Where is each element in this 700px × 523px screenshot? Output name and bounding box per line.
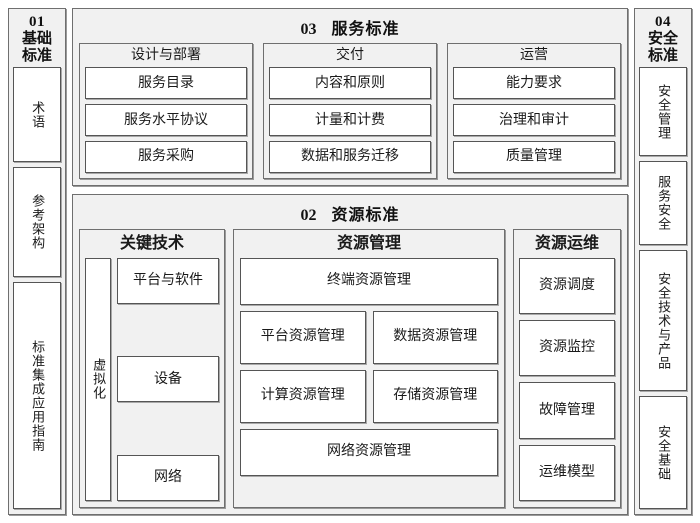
group-resource-management-title: 资源管理: [336, 235, 401, 252]
column-security-standards[interactable]: 04 安全 标准 安全管理 服务安全 安全技术与产品 安全基础: [634, 8, 692, 515]
group-key-technologies[interactable]: 关键技术 虚拟化 平台与软件 设备 网络: [79, 229, 225, 508]
group-resource-operations[interactable]: 资源运维 资源调度 资源监控 故障管理 运维模型: [513, 229, 621, 508]
group-design-and-deployment-title: 设计与部署: [131, 48, 201, 63]
group-delivery-title: 交付: [336, 48, 364, 63]
section-resource-standards-number: 02: [300, 207, 317, 224]
group-resource-management[interactable]: 资源管理 终端资源管理 平台资源管理 数据资源管理 计算资源管理 存储资源管理 …: [233, 229, 505, 508]
section-service-standards-groups: 设计与部署 服务目录 服务水平协议 服务采购 交付 内容和原则 计量和计费 数据…: [79, 43, 621, 179]
item-capability-requirements[interactable]: 能力要求: [453, 67, 615, 100]
column-basic-standards-items: 术语 参考架构 标准集成应用指南: [13, 67, 61, 509]
item-data-resource-management[interactable]: 数据资源管理: [372, 310, 498, 364]
resource-management-row-1: 平台资源管理 数据资源管理: [240, 310, 498, 364]
column-basic-standards-title: 01 基础 标准: [13, 13, 61, 67]
group-design-and-deployment[interactable]: 设计与部署 服务目录 服务水平协议 服务采购: [79, 43, 253, 179]
section-service-standards-number: 03: [300, 21, 317, 38]
item-terminal-resource-management[interactable]: 终端资源管理: [240, 257, 498, 305]
item-metering-and-billing[interactable]: 计量和计费: [269, 104, 431, 137]
item-operations-model[interactable]: 运维模型: [519, 444, 615, 502]
group-operations-title: 运营: [520, 48, 548, 63]
section-service-standards-title: 03 服务标准: [79, 13, 621, 43]
item-resource-scheduling[interactable]: 资源调度: [519, 257, 615, 314]
item-quality-management[interactable]: 质量管理: [453, 141, 615, 174]
column-basic-standards-number: 01: [29, 14, 45, 30]
group-delivery-items: 内容和原则 计量和计费 数据和服务迁移: [269, 67, 431, 174]
item-governance-and-audit[interactable]: 治理和审计: [453, 104, 615, 137]
item-service-catalog[interactable]: 服务目录: [85, 67, 247, 100]
section-resource-standards-title: 02 资源标准: [79, 199, 621, 229]
item-reference-architecture[interactable]: 参考架构: [13, 167, 61, 278]
item-security-technology-and-products[interactable]: 安全技术与产品: [639, 250, 687, 392]
item-platform-resource-management[interactable]: 平台资源管理: [240, 310, 366, 364]
group-resource-management-items: 终端资源管理 平台资源管理 数据资源管理 计算资源管理 存储资源管理 网络资源管…: [240, 257, 498, 501]
column-security-standards-name-line1: 安全: [647, 30, 678, 47]
group-key-technologies-items: 平台与软件 设备 网络: [117, 257, 219, 501]
column-basic-standards-name-line1: 基础: [21, 30, 52, 47]
item-virtualization[interactable]: 虚拟化: [85, 257, 111, 501]
item-platform-and-software[interactable]: 平台与软件: [117, 257, 219, 304]
section-service-standards-name: 服务标准: [331, 21, 400, 38]
group-key-technologies-title: 关键技术: [119, 235, 184, 252]
center-stack: 03 服务标准 设计与部署 服务目录 服务水平协议 服务采购 交付 内容和原: [72, 8, 628, 515]
resource-management-row-2: 计算资源管理 存储资源管理: [240, 369, 498, 423]
item-computing-resource-management[interactable]: 计算资源管理: [240, 369, 366, 423]
group-operations-items: 能力要求 治理和审计 质量管理: [453, 67, 615, 174]
column-security-standards-items: 安全管理 服务安全 安全技术与产品 安全基础: [639, 67, 687, 509]
item-network-resource-management[interactable]: 网络资源管理: [240, 428, 498, 476]
item-resource-monitoring[interactable]: 资源监控: [519, 319, 615, 377]
section-resource-standards-groups: 关键技术 虚拟化 平台与软件 设备 网络 资源管理 终端资源管理: [79, 229, 621, 508]
item-fault-management[interactable]: 故障管理: [519, 382, 615, 439]
section-service-standards[interactable]: 03 服务标准 设计与部署 服务目录 服务水平协议 服务采购 交付 内容和原: [72, 8, 628, 186]
column-security-standards-number: 04: [655, 14, 671, 30]
item-service-procurement[interactable]: 服务采购: [85, 141, 247, 174]
group-operations[interactable]: 运营 能力要求 治理和审计 质量管理: [447, 43, 621, 179]
section-resource-standards[interactable]: 02 资源标准 关键技术 虚拟化 平台与软件 设备 网络: [72, 194, 628, 515]
group-resource-operations-title: 资源运维: [534, 235, 599, 252]
column-security-standards-name-line2: 标准: [647, 47, 678, 64]
group-design-and-deployment-items: 服务目录 服务水平协议 服务采购: [85, 67, 247, 174]
item-standard-integration-guide[interactable]: 标准集成应用指南: [13, 282, 61, 509]
item-storage-resource-management[interactable]: 存储资源管理: [372, 369, 498, 423]
item-terminology[interactable]: 术语: [13, 67, 61, 163]
item-service-security[interactable]: 服务安全: [639, 161, 687, 246]
column-basic-standards-name-line2: 标准: [21, 47, 52, 64]
group-key-technologies-body: 虚拟化 平台与软件 设备 网络: [85, 257, 219, 501]
item-security-foundation[interactable]: 安全基础: [639, 396, 687, 509]
item-security-management[interactable]: 安全管理: [639, 67, 687, 157]
item-service-level-agreement[interactable]: 服务水平协议: [85, 104, 247, 137]
item-data-and-service-migration[interactable]: 数据和服务迁移: [269, 141, 431, 174]
group-resource-operations-items: 资源调度 资源监控 故障管理 运维模型: [519, 257, 615, 502]
item-network[interactable]: 网络: [117, 455, 219, 501]
item-equipment[interactable]: 设备: [117, 356, 219, 403]
group-delivery[interactable]: 交付 内容和原则 计量和计费 数据和服务迁移: [263, 43, 437, 179]
item-content-and-principles[interactable]: 内容和原则: [269, 67, 431, 100]
column-basic-standards[interactable]: 01 基础 标准 术语 参考架构 标准集成应用指南: [8, 8, 66, 515]
section-resource-standards-name: 资源标准: [331, 207, 400, 224]
column-security-standards-title: 04 安全 标准: [639, 13, 687, 67]
